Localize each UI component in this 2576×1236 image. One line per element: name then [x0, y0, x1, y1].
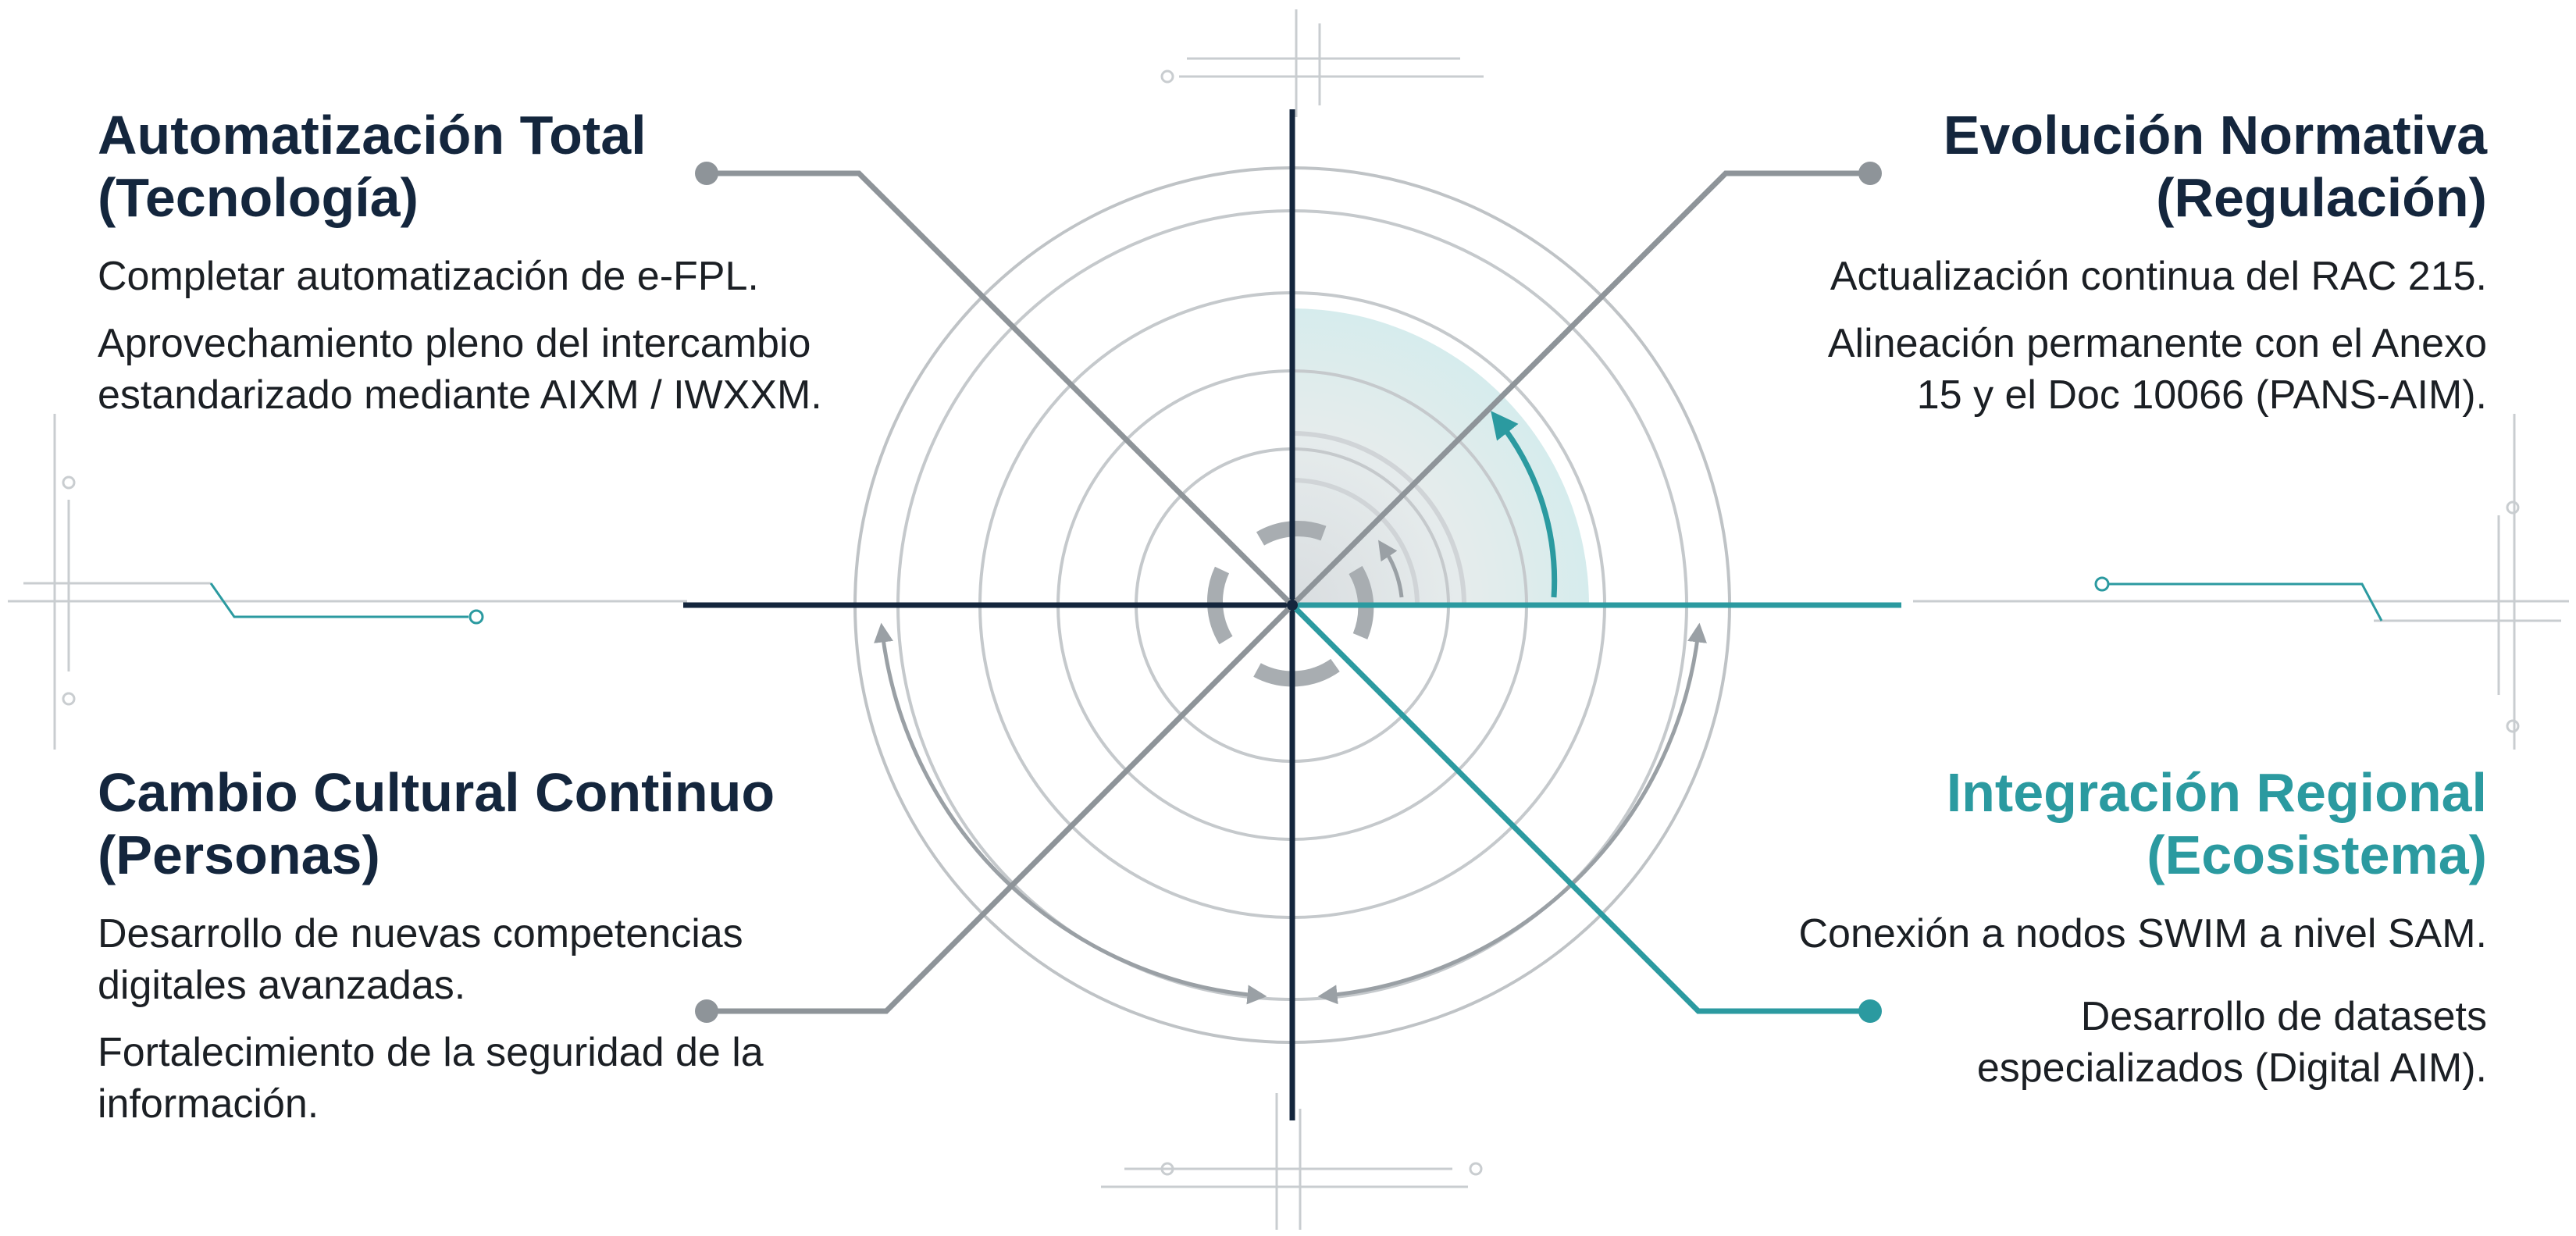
- quadrant-title-regulacion: Evolución Normativa (Regulación): [1667, 104, 2487, 229]
- quadrant-ecosistema: Integración Regional (Ecosistema) Conexi…: [1667, 761, 2487, 1094]
- quadrant-title-ecosistema: Integración Regional (Ecosistema): [1667, 761, 2487, 886]
- sweep-arrow: [1491, 411, 1558, 598]
- item-line: Desarrollo de nuevas competencias: [98, 911, 743, 956]
- quadrant-item: Alineación permanente con el Anexo 15 y …: [1667, 318, 2487, 421]
- item-line: información.: [98, 1081, 319, 1127]
- title-line: (Ecosistema): [2147, 825, 2487, 885]
- axes: [683, 109, 1901, 1120]
- endpoint-regulacion: [1858, 162, 1882, 185]
- circuit-traces-teal: [209, 576, 2383, 625]
- endpoint-ecosistema: [1858, 999, 1882, 1023]
- title-line: (Personas): [98, 825, 380, 885]
- quadrant-item: Desarrollo de nuevas competencias digita…: [98, 908, 917, 1011]
- item-line: Aprovechamiento pleno del intercambio: [98, 321, 811, 366]
- connector-lines: [707, 170, 1870, 1014]
- item-line: 15 y el Doc 10066 (PANS-AIM).: [1916, 372, 2487, 418]
- quadrant-personas: Cambio Cultural Continuo (Personas) Desa…: [98, 761, 917, 1130]
- quadrant-item: Actualización continua del RAC 215.: [1667, 251, 2487, 302]
- item-line: especializados (Digital AIM).: [1976, 1045, 2487, 1091]
- item-line: Fortalecimiento de la seguridad de la: [98, 1030, 764, 1075]
- endpoint-personas: [695, 999, 718, 1023]
- title-line: Evolución Normativa: [1943, 105, 2487, 166]
- item-line: Desarrollo de datasets: [2080, 994, 2487, 1039]
- quadrant-title-tecnologia: Automatización Total (Tecnología): [98, 104, 917, 229]
- title-line: Automatización Total: [98, 105, 647, 166]
- center-hub: [1287, 600, 1298, 611]
- quadrant-regulacion: Evolución Normativa (Regulación) Actuali…: [1667, 104, 2487, 421]
- item-line: Completar automatización de e-FPL.: [98, 254, 759, 299]
- quadrant-item: Aprovechamiento pleno del intercambio es…: [98, 318, 917, 421]
- item-line: Actualización continua del RAC 215.: [1830, 254, 2487, 299]
- connector-tecnologia: [707, 170, 1295, 607]
- quadrant-item: Conexión a nodos SWIM a nivel SAM.: [1667, 908, 2487, 960]
- connector-ecosistema: [1290, 603, 1870, 1014]
- item-line: estandarizado mediante AIXM / IWXXM.: [98, 372, 822, 418]
- quadrant-item: Fortalecimiento de la seguridad de la in…: [98, 1027, 917, 1130]
- item-line: Conexión a nodos SWIM a nivel SAM.: [1798, 911, 2487, 956]
- title-line: (Regulación): [2156, 167, 2487, 228]
- title-line: Integración Regional: [1946, 762, 2487, 823]
- circuit-traces: [8, 9, 2569, 1230]
- quadrant-item: Completar automatización de e-FPL.: [98, 251, 917, 302]
- quadrant-item: Desarrollo de datasets especializados (D…: [1667, 991, 2487, 1094]
- connector-personas: [707, 603, 1295, 1014]
- quadrant-tecnologia: Automatización Total (Tecnología) Comple…: [98, 104, 917, 421]
- connector-regulacion: [1290, 170, 1870, 607]
- quadrant-title-personas: Cambio Cultural Continuo (Personas): [98, 761, 917, 886]
- title-line: (Tecnología): [98, 167, 419, 228]
- endpoint-tecnologia: [695, 162, 718, 185]
- item-line: digitales avanzadas.: [98, 963, 466, 1008]
- title-line: Cambio Cultural Continuo: [98, 762, 775, 823]
- cycle-arrows: [874, 540, 1707, 1005]
- connector-endpoints: [695, 162, 1882, 1023]
- item-line: Alineación permanente con el Anexo: [1827, 321, 2487, 366]
